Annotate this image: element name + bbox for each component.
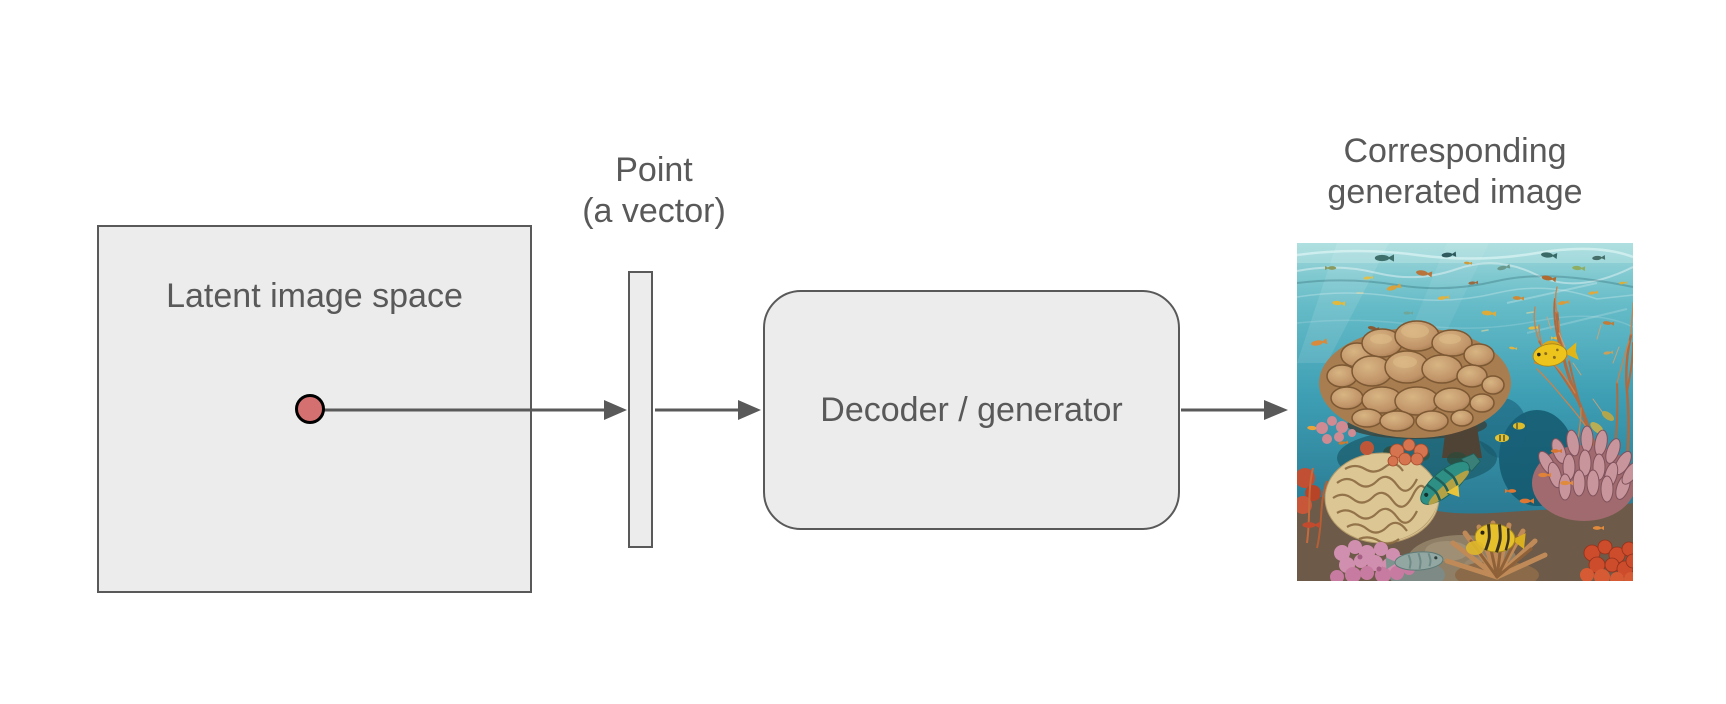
small-striped-fish xyxy=(1495,422,1525,442)
output-label-line1: Corresponding xyxy=(1343,132,1567,170)
decoder-box: Decoder / generator xyxy=(763,290,1180,530)
decoder-label: Decoder / generator xyxy=(820,390,1123,429)
arrow-decoder-to-image xyxy=(1181,400,1288,420)
output-label-line2: generated image xyxy=(1327,173,1583,211)
feature-fish xyxy=(1385,340,1604,571)
generated-coral-reef-image xyxy=(1297,243,1633,581)
left-corals xyxy=(1297,416,1429,549)
output-image-label: Corresponding generated image xyxy=(1305,131,1605,213)
pink-flower-coral xyxy=(1330,540,1415,581)
brain-coral xyxy=(1319,320,1511,466)
vector-label: Point (a vector) xyxy=(504,150,804,232)
latent-space-label: Latent image space xyxy=(166,277,463,315)
wrasse-fish xyxy=(1420,453,1481,505)
vector-label-line1: Point xyxy=(615,151,693,189)
vector-bar xyxy=(628,271,653,548)
arrow-vector-to-decoder xyxy=(655,400,761,420)
yellow-striped-fish xyxy=(1474,523,1526,553)
maze-coral xyxy=(1324,452,1440,545)
yellow-fish xyxy=(1532,340,1579,367)
red-coral-cluster xyxy=(1580,539,1633,581)
coral-reef-art xyxy=(1297,243,1633,581)
vector-label-line2: (a vector) xyxy=(582,192,726,230)
gray-fish xyxy=(1385,551,1444,571)
pink-finger-coral xyxy=(1532,425,1633,521)
